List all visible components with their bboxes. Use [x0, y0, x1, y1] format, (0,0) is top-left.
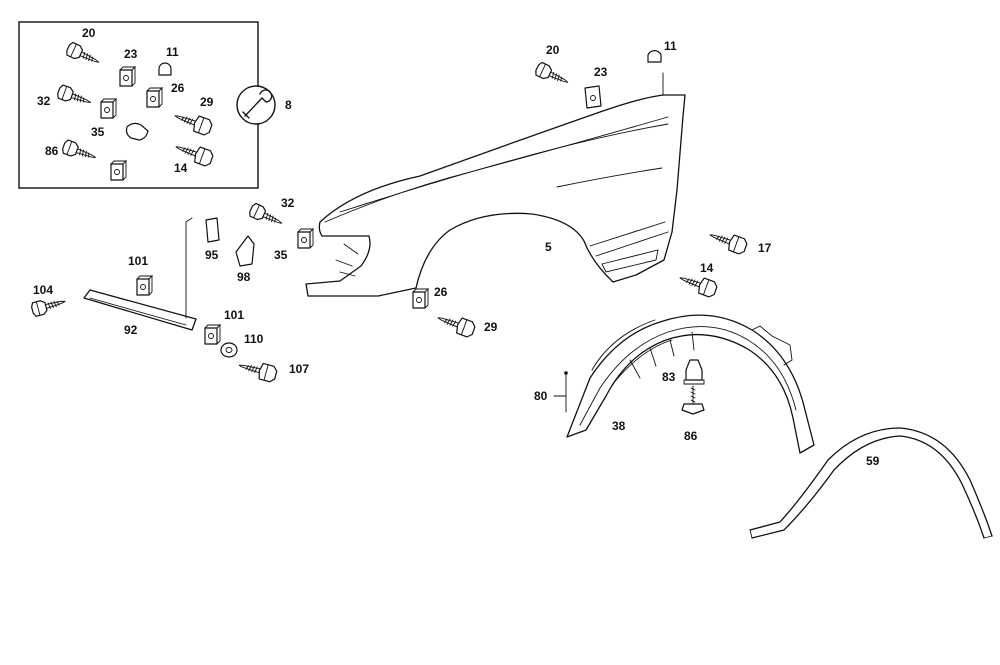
callout-95: 95 [205, 248, 219, 262]
callout-inset-11: 11 [166, 45, 179, 59]
bolt-icon [706, 226, 749, 256]
support-brace: 92 101 104 101 110 107 [29, 217, 309, 384]
screw-icon [681, 385, 705, 415]
callout-inset-86: 86 [45, 144, 59, 158]
callout-101-top: 101 [128, 254, 148, 268]
fender-fasteners-rear: 17 14 [676, 226, 772, 299]
callout-inset-23: 23 [124, 47, 138, 61]
bolt-icon [434, 309, 477, 339]
front-fender: 5 [305, 72, 686, 297]
clip-icon [119, 66, 136, 87]
callout-80: 80 [534, 389, 548, 403]
fender-fasteners-front: 32 35 95 98 [205, 196, 314, 284]
cap-icon [647, 50, 662, 63]
callout-26: 26 [434, 285, 448, 299]
callout-29: 29 [484, 320, 498, 334]
washer-icon [220, 342, 238, 358]
callout-35: 35 [274, 248, 288, 262]
callout-inset-35: 35 [91, 125, 105, 139]
cap-icon [158, 62, 172, 76]
callout-32: 32 [281, 196, 295, 210]
liner-fasteners: 83 86 [662, 359, 705, 443]
callout-110: 110 [244, 332, 264, 346]
bolt-icon [171, 107, 214, 137]
fender-fasteners-lower: 26 29 [412, 285, 498, 339]
wheel-arch-trim: 59 [749, 427, 993, 539]
callout-14: 14 [700, 261, 714, 275]
callout-83: 83 [662, 370, 676, 384]
callout-inset-20: 20 [82, 26, 96, 40]
clip-icon [685, 359, 703, 381]
clip-icon [205, 217, 220, 243]
callout-8: 8 [285, 98, 292, 112]
callout-92: 92 [124, 323, 138, 337]
callout-59: 59 [866, 454, 880, 468]
callout-23: 23 [594, 65, 608, 79]
callout-104: 104 [33, 283, 53, 297]
callout-inset-26: 26 [171, 81, 185, 95]
inset-frame [18, 21, 259, 189]
callout-107: 107 [289, 362, 309, 376]
callout-38: 38 [612, 419, 626, 433]
screw-icon [247, 201, 286, 231]
clip-icon [136, 275, 153, 296]
callout-20: 20 [546, 43, 560, 57]
clip-icon [100, 98, 117, 119]
kit-icon-callout: 8 [236, 85, 292, 125]
callout-101-bottom: 101 [224, 308, 244, 322]
callout-86: 86 [684, 429, 698, 443]
clip-icon [584, 85, 602, 109]
clip-icon [412, 288, 429, 309]
clip-icon [146, 87, 163, 108]
bolt-icon [236, 356, 279, 384]
bracket-icon [235, 235, 255, 267]
clip-icon [110, 160, 127, 181]
callout-inset-29: 29 [200, 95, 214, 109]
callout-98: 98 [237, 270, 251, 284]
callout-inset-14: 14 [174, 161, 188, 175]
clip-icon [204, 324, 221, 345]
fender-fasteners-top: 20 23 11 [533, 39, 677, 109]
repair-kit-inset: 8 20 23 11 32 26 29 35 86 14 [18, 21, 292, 189]
clip-icon [297, 228, 314, 249]
screw-icon [533, 60, 572, 90]
clip-icon [125, 122, 149, 141]
screw-icon [60, 138, 99, 165]
callout-inset-32: 32 [37, 94, 51, 108]
callout-11: 11 [664, 39, 677, 53]
screw-icon [55, 83, 94, 110]
wheel-housing-liner: 38 80 [534, 314, 815, 454]
callout-17: 17 [758, 241, 772, 255]
callout-5: 5 [545, 240, 552, 254]
screw-icon [64, 40, 103, 70]
screw-icon [29, 293, 68, 318]
